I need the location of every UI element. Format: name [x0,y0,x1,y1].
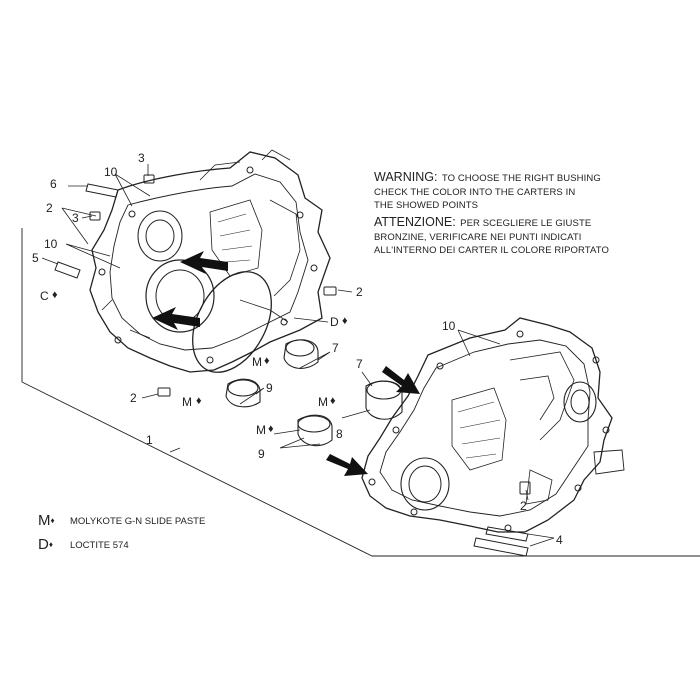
callout-3: 3 [138,151,145,165]
dowel-pins [54,174,531,557]
warning-block: WARNING: TO CHOOSE THE RIGHT BUSHING CHE… [374,168,609,256]
drop-icon: ♦ [50,516,55,525]
legend-text-loctite: LOCTITE 574 [70,540,129,551]
leader-lines [41,164,555,547]
legend-symbol-d: D [38,536,49,553]
callout-2-right: 2 [356,285,363,299]
assembly-bracket-line [21,228,700,557]
arrow-right-upper [382,366,420,394]
warning-text-en-2: CHECK THE COLOR INTO THE CARTERS IN [374,187,576,198]
right-crankcase-half [361,317,625,533]
callout-10-top: 10 [104,165,118,179]
callout-4: 4 [556,533,563,547]
drop-m-lower: ♦ [268,423,274,435]
drop-d: ♦ [342,315,348,327]
callout-m-symbol-right: M [318,395,328,409]
callout-2-rightcase: 2 [520,499,527,513]
warning-text-it-2: BRONZINE, VERIFICARE NEI PUNTI INDICATI [374,232,582,243]
callout-10-right: 10 [442,319,456,333]
callout-7-right: 7 [356,357,363,371]
warning-text-en-3: THE SHOWED POINTS [374,200,479,211]
callout-2-bottom: 2 [130,391,137,405]
arrow-right-lower [326,454,368,476]
callout-9-top: 9 [266,381,273,395]
callout-10-left: 10 [44,237,58,251]
warning-heading-it: ATTENZIONE: [374,215,456,229]
callout-5: 5 [32,251,39,265]
callout-7-top: 7 [332,341,339,355]
legend-symbol-m: M [38,512,51,529]
legend-item-loctite: D♦ LOCTITE 574 [38,536,129,554]
legend-item-molykote: M♦ MOLYKOTE G-N SLIDE PASTE [38,512,205,530]
callout-labels: 1 6 3 10 2 3 10 5 C ♦ 2 D ♦ 7 M ♦ 9 M ♦ … [32,151,563,547]
callout-8: 8 [336,427,343,441]
drop-c: ♦ [52,289,58,301]
callout-6: 6 [50,177,57,191]
callout-2-left: 2 [46,201,53,215]
left-crankcase-half [89,149,331,373]
callout-m-symbol-lower: M [256,423,266,437]
warning-line-it-1: ATTENZIONE: PER SCEGLIERE LE GIUSTE [374,213,609,231]
legend-text-molykote: MOLYKOTE G-N SLIDE PASTE [70,516,206,527]
callout-3-left: 3 [72,211,79,225]
indicator-arrows [152,251,420,476]
warning-line-1: WARNING: TO CHOOSE THE RIGHT BUSHING [374,168,609,186]
drop-m-left: ♦ [196,395,202,407]
warning-heading-en: WARNING: [374,170,438,184]
drop-m-top: ♦ [264,355,270,367]
drop-icon: ♦ [48,540,53,549]
callout-c-symbol: C [40,289,49,303]
warning-text-it-3: ALL'INTERNO DEI CARTER IL COLORE RIPORTA… [374,245,609,256]
drop-m-right: ♦ [330,395,336,407]
inspection-circle [192,271,272,373]
callout-9-lower: 9 [258,447,265,461]
callout-1: 1 [146,433,153,447]
arrow-left-lower [152,307,200,330]
callout-m-symbol-top: M [252,355,262,369]
warning-text-it-1: PER SCEGLIERE LE GIUSTE [460,218,592,229]
callout-m-symbol-left: M [182,395,192,409]
callout-d-symbol: D [330,315,339,329]
arrow-left-upper [180,251,228,274]
warning-text-en-1: TO CHOOSE THE RIGHT BUSHING [441,173,601,184]
